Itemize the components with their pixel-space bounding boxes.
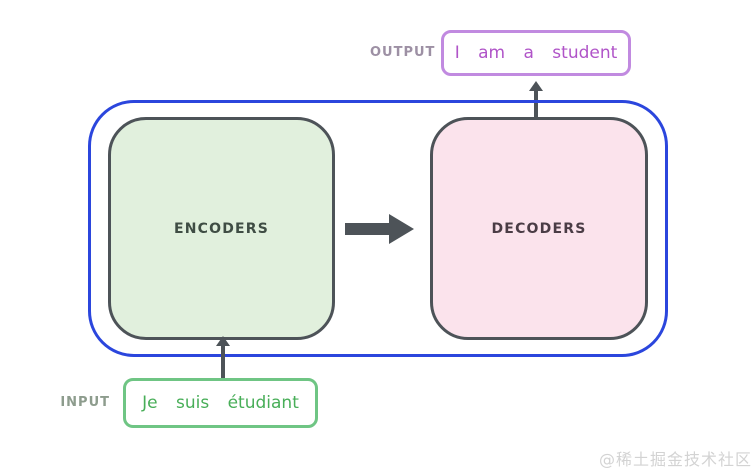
decoder-to-output-arrow-icon (529, 81, 543, 118)
output-sentence-box: I am a student (441, 30, 631, 76)
output-sentence: I am a student (454, 43, 618, 63)
arrowhead-right-icon (389, 214, 414, 244)
transformer-container (88, 100, 668, 357)
encoders-box: ENCODERS (108, 117, 335, 340)
input-sentence-box: Je suis étudiant (123, 378, 318, 428)
decoders-box: DECODERS (430, 117, 648, 340)
decoders-label: DECODERS (491, 220, 587, 237)
arrow-shaft (534, 90, 538, 118)
arrow-shaft (345, 223, 390, 235)
output-label: OUTPUT (370, 45, 436, 60)
arrowhead-up-icon (216, 336, 230, 346)
watermark-text: @稀土掘金技术社区 (598, 450, 752, 469)
input-sentence: Je suis étudiant (142, 393, 299, 413)
encoders-label: ENCODERS (173, 220, 270, 237)
input-label: INPUT (60, 395, 110, 410)
encoder-to-decoder-arrow-icon (345, 214, 414, 244)
arrow-shaft (221, 345, 225, 380)
input-to-encoder-arrow-icon (216, 336, 230, 380)
arrowhead-up-icon (529, 81, 543, 91)
